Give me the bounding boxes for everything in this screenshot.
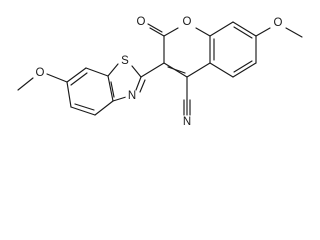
bond-c7-c6-double — [70, 72, 88, 86]
thiazole-sulfur-label: S — [121, 55, 129, 67]
bond-c8a-c8 — [209, 21, 234, 37]
bond-c4-c4a — [186, 62, 211, 78]
bond-c7a-c7 — [85, 67, 109, 77]
methoxy-oxygen-coumarin-atom: O — [271, 16, 285, 30]
bond-c6-c5 — [66, 81, 72, 108]
methoxy-oxygen-benzothiazole-atom: O — [33, 66, 47, 80]
bond-c2prime-s — [131, 65, 142, 78]
bond-c7a-c3a — [107, 75, 114, 102]
bond-c7-o-methoxy — [255, 27, 271, 37]
bond-n-c3a — [112, 96, 127, 102]
bond-c5-c4 — [70, 106, 96, 116]
bond-c6-c5-double — [233, 60, 253, 73]
bond-c2-o-carbonyl — [149, 27, 165, 37]
bond-c8-c7-double — [233, 26, 253, 39]
nitrile-nitrogen-label: N — [183, 116, 191, 128]
bond-c7a-c3a-inner — [110, 81, 115, 98]
bond-c8-c7 — [232, 21, 257, 37]
bond-c3-c4-double — [167, 66, 186, 74]
bond-c3-c2prime — [140, 62, 165, 78]
methoxy-oxygen-coumarin-label: O — [274, 17, 283, 29]
atom-labels: O O O S N N O — [33, 15, 285, 129]
bond-c6-o-methoxy — [46, 73, 68, 83]
thiazole-sulfur-atom: S — [118, 54, 132, 68]
nitrile-nitrogen-atom: N — [180, 115, 194, 129]
bond-c5-c4-double — [74, 103, 95, 111]
carbonyl-oxygen-atom: O — [134, 15, 148, 29]
thiazole-nitrogen-label: N — [128, 90, 136, 102]
bond-c8a-o1 — [195, 27, 211, 37]
methoxy-oxygen-benzothiazole-label: O — [36, 67, 45, 79]
bond-o-methoxy-ch3 — [285, 27, 303, 38]
bond-o1-c2 — [163, 27, 179, 37]
bonds — [17, 21, 303, 116]
chemical-structure-diagram: O O O S N N O — [17, 15, 303, 129]
carbonyl-oxygen-label: O — [137, 16, 146, 28]
ring-oxygen-atom: O — [180, 15, 194, 29]
thiazole-nitrogen-atom: N — [125, 89, 139, 103]
ring-oxygen-label: O — [183, 16, 192, 28]
bond-c5-c4a — [209, 62, 234, 78]
bond-c6-c5 — [232, 62, 257, 78]
bond-s-c7a — [107, 63, 119, 77]
bond-c2-o-carbonyl-double — [147, 23, 163, 33]
bond-c7-c6 — [66, 67, 87, 83]
bond-c2prime-n — [135, 76, 142, 91]
bond-o-methoxy-ch3-bt — [17, 77, 34, 91]
bond-c4-c3a — [94, 100, 114, 116]
bond-c2prime-n-double — [139, 79, 146, 93]
